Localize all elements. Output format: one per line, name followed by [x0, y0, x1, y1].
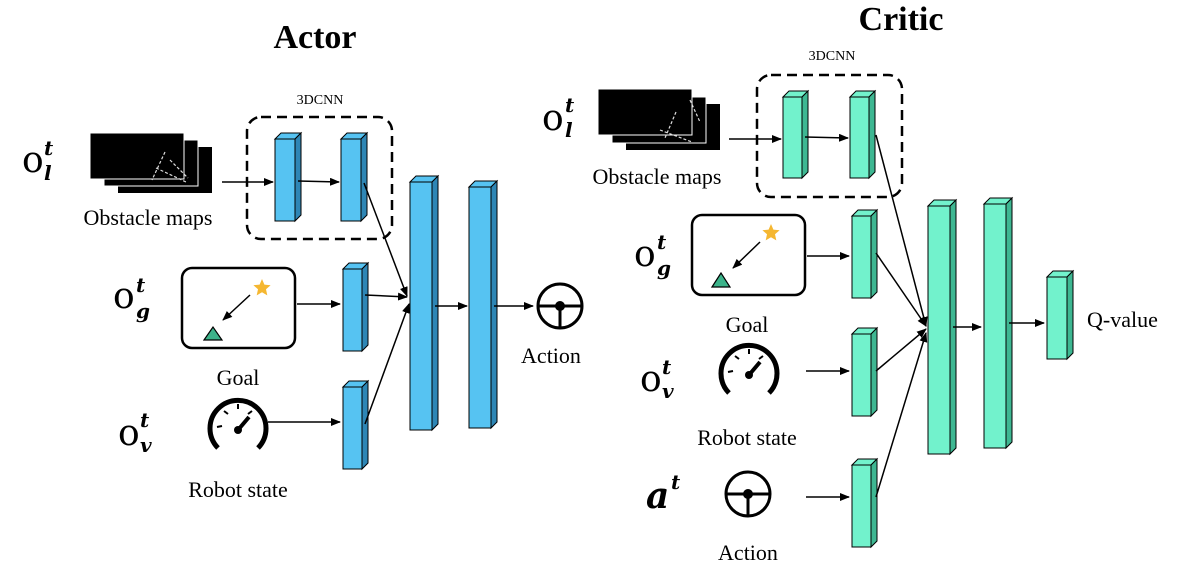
svg-text:g: g [657, 256, 671, 280]
actor-fc-block-1 [408, 174, 440, 432]
critic-obs-obstacle-symbol: o t l [542, 93, 575, 142]
critic-goal-box [690, 213, 807, 297]
critic-action-label: Action [718, 540, 778, 565]
svg-text:a: a [646, 475, 669, 517]
actor-3dcnn-box [245, 115, 394, 241]
svg-text:v: v [662, 379, 674, 403]
critic-title: Critic [859, 1, 944, 38]
svg-text:o: o [640, 359, 662, 400]
svg-text:t: t [671, 470, 681, 494]
critic-output-block [1045, 269, 1075, 361]
actor-cnn-block-2 [339, 131, 369, 223]
actor-goal-label: Goal [217, 365, 260, 390]
svg-text:l: l [565, 118, 573, 142]
svg-text:o: o [113, 276, 135, 317]
actor-goal-block [341, 261, 370, 353]
star-icon [253, 279, 271, 296]
svg-text:o: o [118, 413, 140, 454]
critic-fc-block-2 [982, 196, 1014, 450]
svg-text:o: o [634, 234, 656, 275]
svg-text:o: o [22, 140, 44, 181]
critic-cnn-block-2 [848, 89, 877, 180]
actor-arrows [222, 177, 534, 426]
critic-robot-state-label: Robot state [697, 425, 797, 450]
critic-action-symbol: a t [646, 470, 681, 517]
critic-obs-goal-symbol: o t g [634, 230, 671, 280]
actor-obs-obstacle-symbol: o t l [22, 136, 54, 185]
actor-3dcnn-label: 3DCNN [297, 93, 344, 108]
critic-obstacle-maps-image [597, 88, 720, 150]
actor-obstacle-maps-label: Obstacle maps [84, 205, 213, 230]
critic-goal-label: Goal [726, 312, 769, 337]
critic-action-block [850, 457, 879, 549]
actor-robot-block [341, 379, 370, 471]
svg-text:t: t [662, 355, 672, 379]
actor-fc-block-2 [467, 179, 499, 430]
svg-text:t: t [565, 93, 575, 117]
critic-3dcnn-box [755, 73, 904, 199]
actor-action-label: Action [521, 343, 581, 368]
svg-text:t: t [136, 273, 146, 297]
actor-obs-goal-symbol: o t g [113, 273, 150, 323]
critic-3dcnn-label: 3DCNN [809, 49, 856, 64]
critic-cnn-block-1 [781, 89, 810, 180]
actor-obs-robot-symbol: o t v [118, 408, 152, 457]
svg-text:l: l [44, 161, 52, 185]
actor-obstacle-maps-image [89, 132, 212, 193]
actor-robot-state-label: Robot state [188, 477, 288, 502]
actor-gauge-icon [207, 397, 269, 450]
svg-text:g: g [136, 299, 150, 323]
critic-obstacle-maps-label: Obstacle maps [593, 164, 722, 189]
svg-text:t: t [140, 408, 150, 432]
svg-text:v: v [140, 433, 152, 457]
critic-gauge-icon [718, 342, 780, 395]
actor-title: Actor [273, 19, 356, 56]
critic-robot-block [850, 326, 879, 418]
critic-goal-block [850, 208, 879, 300]
critic-steering-wheel-icon [724, 470, 772, 518]
actor-goal-box [180, 266, 297, 350]
critic-q-value-label: Q-value [1087, 307, 1158, 332]
actor-cnn-block-1 [273, 131, 303, 223]
critic-arrows [729, 133, 1045, 501]
actor-steering-wheel-icon [536, 282, 584, 330]
star-icon [762, 224, 780, 241]
svg-text:t: t [657, 230, 667, 254]
critic-obs-robot-symbol: o t v [640, 355, 674, 403]
critic-fc-block-1 [926, 198, 958, 456]
svg-text:o: o [542, 98, 564, 139]
svg-text:t: t [44, 136, 54, 160]
